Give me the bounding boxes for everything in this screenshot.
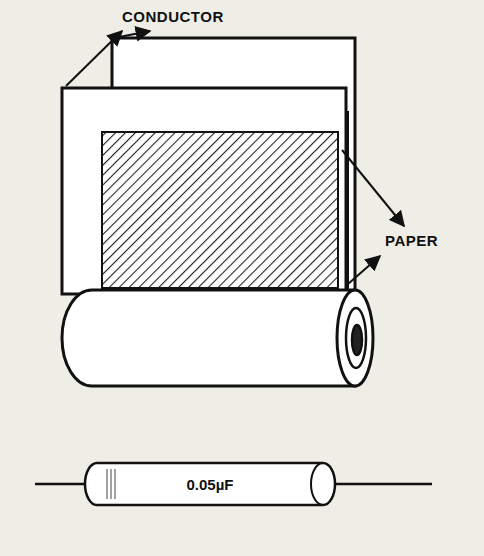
cylinder-end bbox=[311, 463, 323, 505]
shading-stroke bbox=[107, 469, 108, 499]
part-label: CONDUCTOR bbox=[122, 8, 224, 25]
paper-sheet bbox=[102, 132, 338, 288]
capacitor-body: 0.05µF bbox=[83, 461, 337, 507]
leader-arrow bbox=[66, 31, 404, 284]
rolled-capacitor bbox=[62, 290, 373, 386]
cylinder-outline bbox=[85, 463, 335, 505]
part-label: PAPER bbox=[385, 232, 438, 249]
capacitance-value: 0.05µF bbox=[187, 476, 234, 493]
shading-stroke bbox=[111, 469, 112, 499]
conductor-sheet bbox=[62, 88, 346, 294]
shading-stroke bbox=[115, 469, 116, 499]
